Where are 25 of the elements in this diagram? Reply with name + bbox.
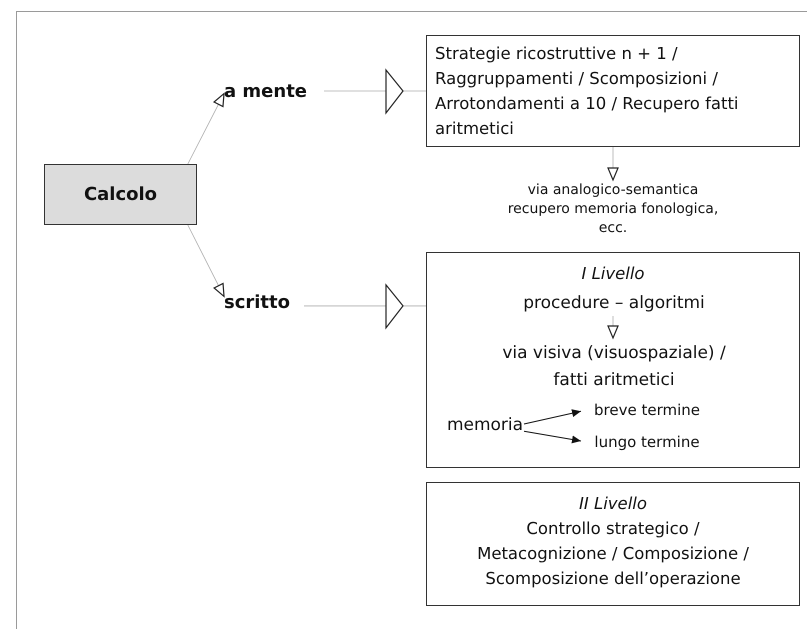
node-label: breve termine	[582, 399, 712, 421]
process-box	[426, 252, 800, 468]
node-label: lungo termine	[582, 431, 712, 453]
arrow	[607, 146, 619, 181]
topic-box	[44, 164, 197, 225]
process-box	[426, 482, 800, 606]
arrow	[304, 284, 426, 329]
arrow	[607, 316, 619, 339]
node-label: procedure – algoritmi	[514, 289, 714, 317]
node-label: a mente	[224, 78, 324, 104]
arrow	[187, 224, 225, 297]
node-label: via visiva (visuospaziale) / fatti aritmetici	[489, 339, 739, 395]
node-label: memoria	[445, 413, 525, 437]
arrow	[324, 69, 426, 114]
process-box	[426, 35, 800, 147]
box-text: Controllo strategico / Metacognizione / Composizione / Scomposizione dell’operazione	[476, 518, 750, 590]
box-text: Strategie ricostruttive n + 1 / Raggruppamenti / Scomposizioni / Arrotondamenti a 10 / Recupero fatti aritmetici	[435, 43, 739, 140]
node-label: via analogico-semantica recupero memoria fonologica, ecc.	[495, 180, 731, 238]
node-label: scritto	[224, 288, 304, 316]
arrow	[524, 409, 582, 424]
box-heading: I Livello	[581, 263, 645, 285]
arrow	[524, 430, 582, 444]
box-text: Calcolo	[84, 184, 158, 205]
box-heading: II Livello	[579, 493, 647, 515]
arrow	[187, 93, 225, 164]
